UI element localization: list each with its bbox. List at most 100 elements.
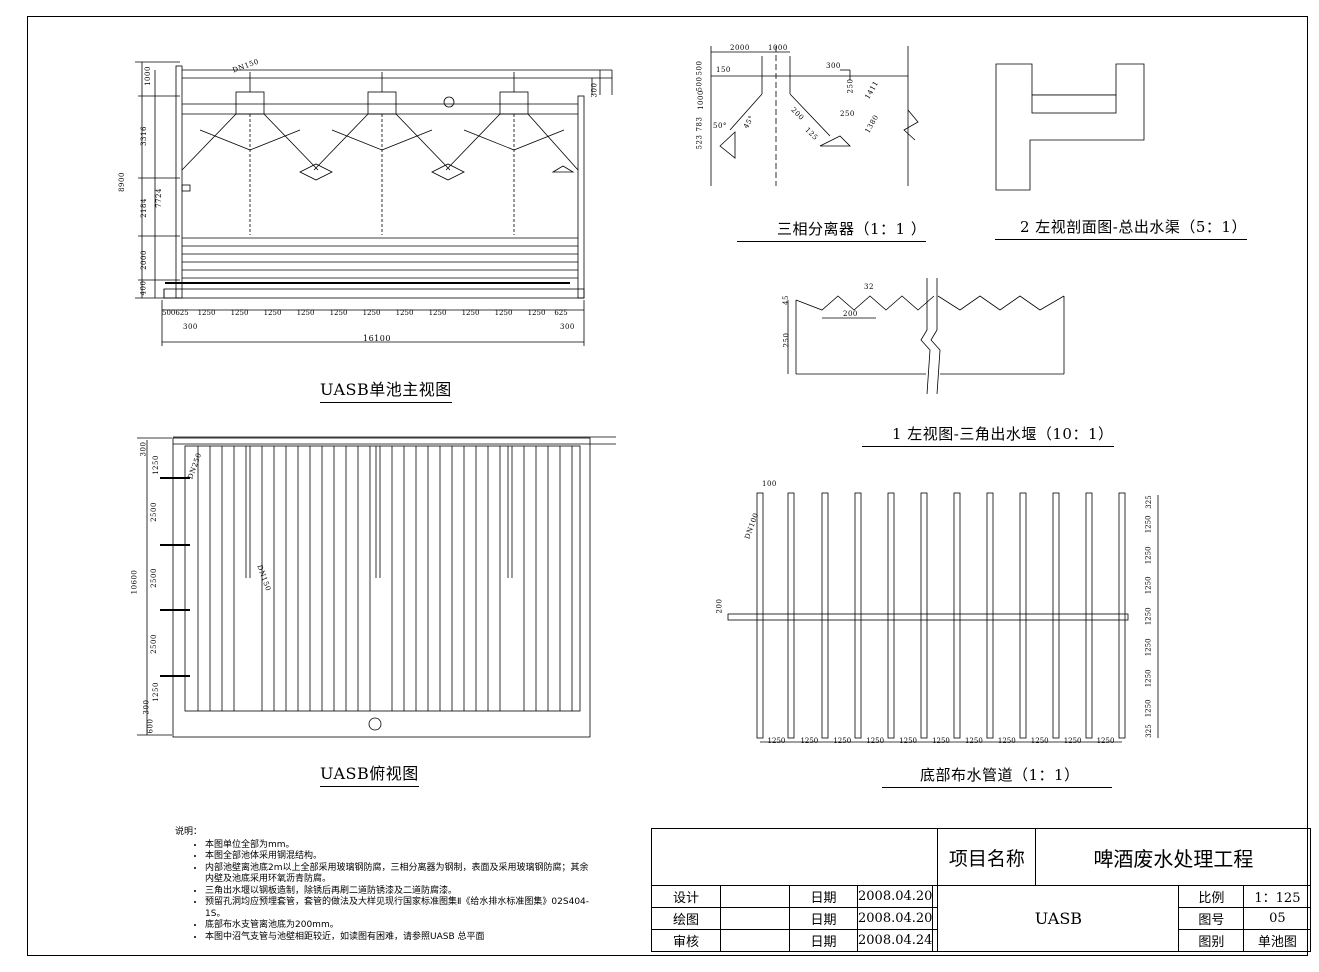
dim-label: 2500 [149, 634, 158, 654]
dim-label: 300 [142, 699, 151, 715]
dim-label: 1000 [696, 90, 705, 110]
dim-label: 1250 [461, 309, 480, 317]
dim-label: 1250 [1145, 638, 1153, 657]
note-item: 预留孔洞均应预埋套管，套管的做法及大样见现行国家标准图集Ⅱ《给水排水标准图集》0… [205, 897, 595, 920]
drawing-border [27, 16, 1308, 956]
dim-label: 1250 [899, 737, 917, 745]
signature-cell [720, 885, 790, 908]
dim-label: 1250 [151, 682, 160, 702]
dim-label: 1250 [1096, 737, 1115, 745]
dim-label: 2000 [730, 44, 750, 52]
note-item: 三角出水堰以钢板造制，除锈后再刷二道防锈漆及二道防腐漆。 [205, 886, 595, 898]
signature-cell [720, 929, 790, 952]
dim-label: 1250 [767, 737, 786, 745]
dim-label: 250 [846, 78, 855, 94]
dim-total-width: 10600 [130, 569, 139, 595]
separator-caption: 三相分离器（1：1 ） [737, 218, 927, 242]
dim-label: 1250 [1063, 737, 1082, 745]
dim-label: 250 [840, 110, 855, 118]
dim-label: 200 [715, 598, 724, 614]
sludge-layers [165, 237, 578, 284]
project-name: 啤酒废水处理工程 [1035, 828, 1312, 886]
dim-label: 1250 [263, 309, 282, 317]
dim-label: 1250 [151, 455, 160, 475]
dim-label: 2000 [139, 250, 148, 270]
separator-detail [710, 46, 919, 186]
dim-label: 32 [864, 283, 874, 291]
dim-label: 300 [826, 62, 841, 70]
date-label: 日期 [789, 929, 858, 952]
project-label: 项目名称 [937, 828, 1037, 886]
note-item: 本图中沼气支管与池壁相距较近，如读图有困难，请参照UASB 总平面 [205, 932, 595, 944]
role-label: 绘图 [651, 907, 721, 930]
meta-value: 单池图 [1243, 929, 1312, 952]
dim-label: 1250 [1145, 576, 1153, 595]
plan-view [137, 436, 616, 738]
dim-label: 1250 [964, 737, 983, 745]
dim-label: 1250 [395, 309, 414, 317]
date-value: 2008.04.24 [856, 929, 934, 952]
spacer-cell [932, 929, 939, 952]
dim-label: 250 [782, 332, 791, 348]
front-view-caption: UASB单池主视图 [320, 376, 452, 403]
separator-hoods [181, 72, 579, 235]
signature-cell [720, 907, 790, 930]
dim-label: 523 [695, 134, 704, 150]
meta-key: 图号 [1178, 907, 1245, 930]
tank-floor [163, 288, 585, 299]
weir-detail [787, 278, 1065, 395]
tank-right-wall [577, 95, 585, 299]
date-label: 日期 [789, 907, 858, 930]
distribution-pipes [727, 492, 1159, 743]
dim-label: 300 [139, 441, 148, 457]
dim-label: 2500 [149, 502, 158, 522]
bottom-dimension-row: 500 625 1250 1250 1250 1250 1250 1250 12… [162, 309, 584, 319]
dim-label: 300 [560, 323, 575, 331]
dim-label: 300 [590, 82, 599, 98]
distribution-laterals [756, 492, 1126, 739]
dim-label: 1250 [1030, 737, 1049, 745]
note-item: 本图全部池体采用钢混结构。 [205, 851, 595, 863]
meta-key: 图别 [1178, 929, 1245, 952]
dim-label: 783 [695, 116, 704, 132]
design-notes: 说明： 本图单位全部为mm。 本图全部池体采用钢混结构。 内部池壁离池底2m以上… [175, 827, 595, 943]
note-item: 底部布水支管离池底为200mm。 [205, 920, 595, 932]
dim-label: 325 [1145, 724, 1153, 738]
dim-label: 1250 [296, 309, 315, 317]
title-block-blank [650, 828, 939, 886]
notes-heading: 说明： [175, 827, 203, 837]
dim-label: 1000 [768, 44, 788, 52]
dim-label: 600 [146, 718, 155, 734]
meta-key: 比例 [1178, 885, 1245, 908]
weir-caption: 1 左视图-三角出水堰（10：1） [862, 423, 1114, 447]
dim-label: 2184 [139, 198, 148, 218]
role-label: 审核 [651, 929, 721, 952]
channel-section [995, 63, 1145, 191]
title-block: 项目名称 啤酒废水处理工程 设计 日期 2008.04.20 UASB 比例 1… [650, 828, 1312, 952]
front-view [135, 61, 613, 346]
date-value: 2008.04.20 [856, 885, 934, 908]
dim-label: 1250 [329, 309, 348, 317]
meta-value: 05 [1243, 907, 1312, 930]
distribution-header [727, 613, 1129, 621]
distribution-right-dims: 325 1250 1250 1250 1250 1250 1250 1250 3… [1134, 495, 1164, 738]
channel-section-caption: 2 左视剖面图-总出水渠（5：1） [995, 216, 1247, 240]
dim-label: 1250 [362, 309, 381, 317]
plan-drain [368, 717, 382, 731]
spacer-cell [932, 907, 939, 930]
dim-label: 1250 [428, 309, 447, 317]
date-value: 2008.04.20 [856, 907, 934, 930]
tank-left-wall [175, 65, 183, 299]
note-item: 本图单位全部为mm。 [205, 840, 595, 852]
dim-total-height: 8900 [117, 172, 126, 192]
dim-label: 1250 [230, 309, 249, 317]
dim-label: 1250 [866, 737, 885, 745]
dim-total-length: 16100 [363, 334, 391, 343]
dim-label: 625 [554, 309, 568, 317]
dim-label: 500 [695, 60, 704, 76]
dim-label: 1000 [143, 66, 152, 86]
dim-label: 45 [781, 295, 790, 305]
dim-label: 300 [183, 323, 198, 331]
dim-label: 400 [139, 280, 148, 296]
